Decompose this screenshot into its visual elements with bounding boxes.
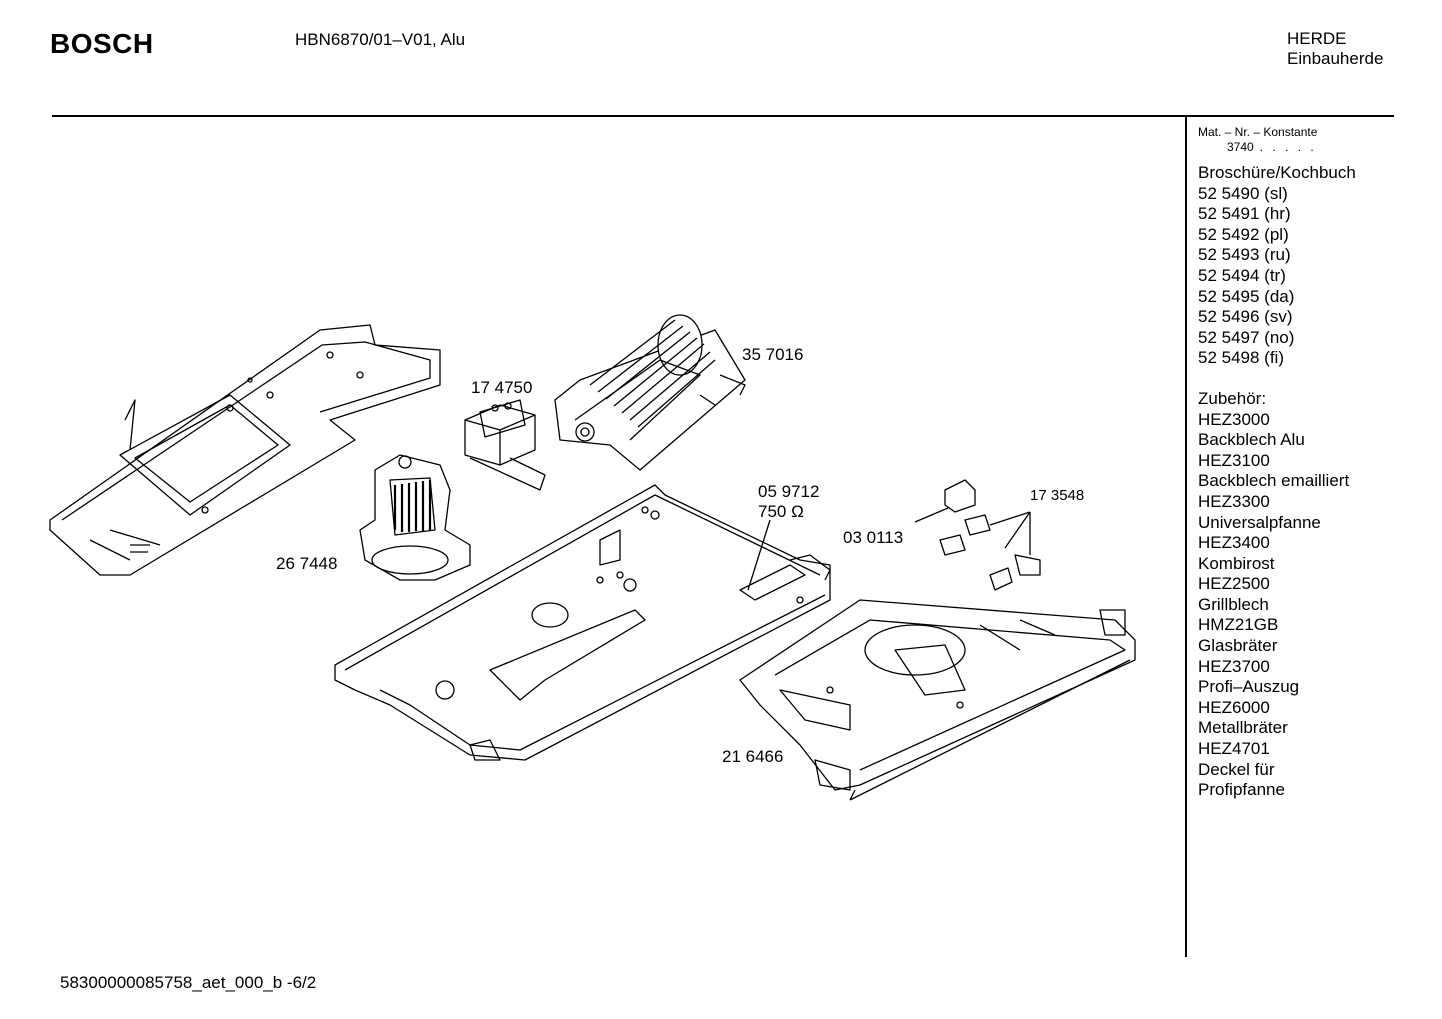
list-item: 52 5495 (da)	[1198, 286, 1295, 306]
list-item: 52 5492 (pl)	[1198, 224, 1289, 244]
list-item: 52 5490 (sl)	[1198, 183, 1288, 203]
exploded-parts-diagram	[49, 314, 1136, 801]
subcategory: Einbauherde	[1287, 49, 1384, 68]
sidebar-divider	[1185, 117, 1187, 957]
list-item: HEZ6000	[1198, 697, 1270, 717]
part-number-transformer: 17 4750	[471, 378, 533, 397]
part-number-fan: 35 7016	[742, 345, 804, 364]
brochure-title: Broschüre/Kochbuch	[1198, 163, 1356, 182]
frame-plate	[49, 324, 441, 576]
brand-logo: BOSCH	[50, 28, 154, 59]
list-item: Deckel für	[1198, 759, 1275, 779]
switch-connectors	[914, 479, 1041, 591]
accessories-title: Zubehör:	[1198, 388, 1267, 408]
part-number-blower: 26 7448	[276, 554, 338, 573]
transformer	[464, 399, 546, 491]
list-item: HEZ4701	[1198, 739, 1270, 759]
base-plate	[334, 484, 831, 761]
tangential-fan	[554, 314, 746, 471]
list-item: HEZ3000	[1198, 409, 1270, 429]
tray	[739, 599, 1136, 801]
list-item: Backblech Alu	[1198, 430, 1305, 450]
part-number-resistor: 05 9712	[758, 482, 820, 501]
header-divider	[52, 115, 1394, 117]
document-id: 58300000085758_aet_000_b -6/2	[60, 973, 317, 992]
list-item: 52 5491 (hr)	[1198, 204, 1291, 224]
mat-number-label: Mat. – Nr. – Konstante	[1198, 125, 1318, 139]
list-item: Profipfanne	[1198, 780, 1285, 800]
brochure-list: Broschüre/Kochbuch 52 5490 (sl) 52 5491 …	[1198, 163, 1394, 369]
list-item: HEZ2500	[1198, 574, 1270, 594]
list-item: 52 5496 (sv)	[1198, 307, 1293, 327]
list-item: 52 5497 (no)	[1198, 327, 1295, 347]
list-item: Glasbräter	[1198, 636, 1278, 656]
leader-line	[747, 519, 771, 591]
list-item: 52 5493 (ru)	[1198, 245, 1291, 265]
list-item: HEZ3700	[1198, 656, 1270, 676]
list-item: HMZ21GB	[1198, 615, 1279, 635]
list-item: Universalpfanne	[1198, 512, 1321, 532]
list-item: Grillblech	[1198, 594, 1269, 614]
list-item: HEZ3300	[1198, 491, 1270, 511]
blower-motor	[359, 454, 471, 581]
accessories-list: Zubehör: HEZ3000 Backblech Alu HEZ3100 B…	[1198, 389, 1394, 801]
list-item: Profi–Auszug	[1198, 677, 1300, 697]
list-item: HEZ3400	[1198, 533, 1270, 553]
resistor-value: 750 Ω	[758, 502, 804, 521]
model-number: HBN6870/01–V01, Alu	[295, 30, 466, 49]
sidebar: Mat. – Nr. – Konstante 3740. . . . . Bro…	[1198, 125, 1394, 801]
list-item: 52 5498 (fi)	[1198, 348, 1284, 368]
part-number-tray: 21 6466	[722, 747, 784, 766]
mat-constant: 3740. . . . .	[1227, 140, 1317, 154]
category: HERDE	[1287, 29, 1347, 48]
part-number-connectors: 17 3548	[1030, 487, 1085, 504]
list-item: HEZ3100	[1198, 450, 1270, 470]
list-item: Kombirost	[1198, 553, 1275, 573]
constant-value: 3740	[1227, 140, 1254, 154]
list-item: Metallbräter	[1198, 718, 1288, 738]
list-item: 52 5494 (tr)	[1198, 265, 1286, 285]
list-item: Backblech emailliert	[1198, 471, 1350, 491]
part-number-switch: 03 0113	[843, 528, 904, 547]
